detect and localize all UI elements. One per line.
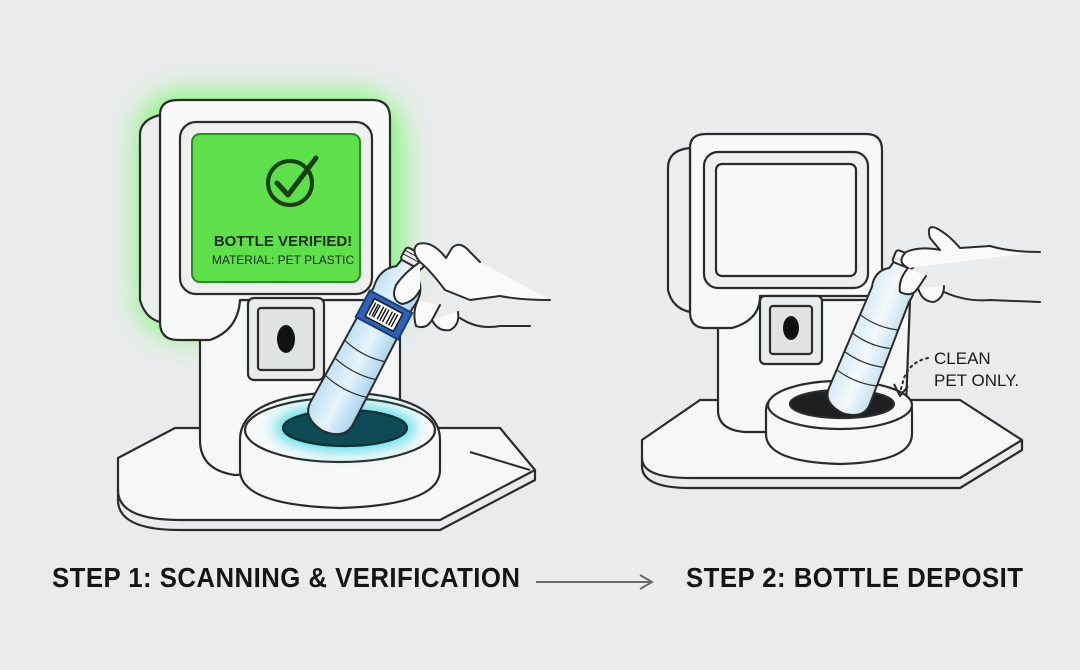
screen-title: BOTTLE VERIFIED!	[214, 233, 352, 250]
step2-machine	[640, 132, 1024, 490]
note-line1: CLEAN	[934, 349, 991, 368]
step2-caption: STEP 2: BOTTLE DEPOSIT	[686, 562, 1024, 593]
step2-screen-blank	[714, 162, 858, 278]
step1-hand	[393, 242, 551, 332]
step1-caption: STEP 1: SCANNING & VERIFICATION	[52, 562, 521, 593]
step1-screen: BOTTLE VERIFIED! MATERIAL: PET PLASTIC	[212, 155, 355, 267]
step-arrow	[536, 574, 654, 590]
screen-subtitle: MATERIAL: PET PLASTIC	[212, 253, 355, 267]
step1-machine	[116, 95, 537, 532]
step2-hand	[898, 226, 1041, 303]
note-line2: PET ONLY.	[934, 371, 1019, 390]
arrow-right-icon	[536, 574, 654, 590]
clean-pet-note: CLEAN PET ONLY.	[893, 349, 1019, 397]
check-circle-icon	[266, 155, 319, 207]
